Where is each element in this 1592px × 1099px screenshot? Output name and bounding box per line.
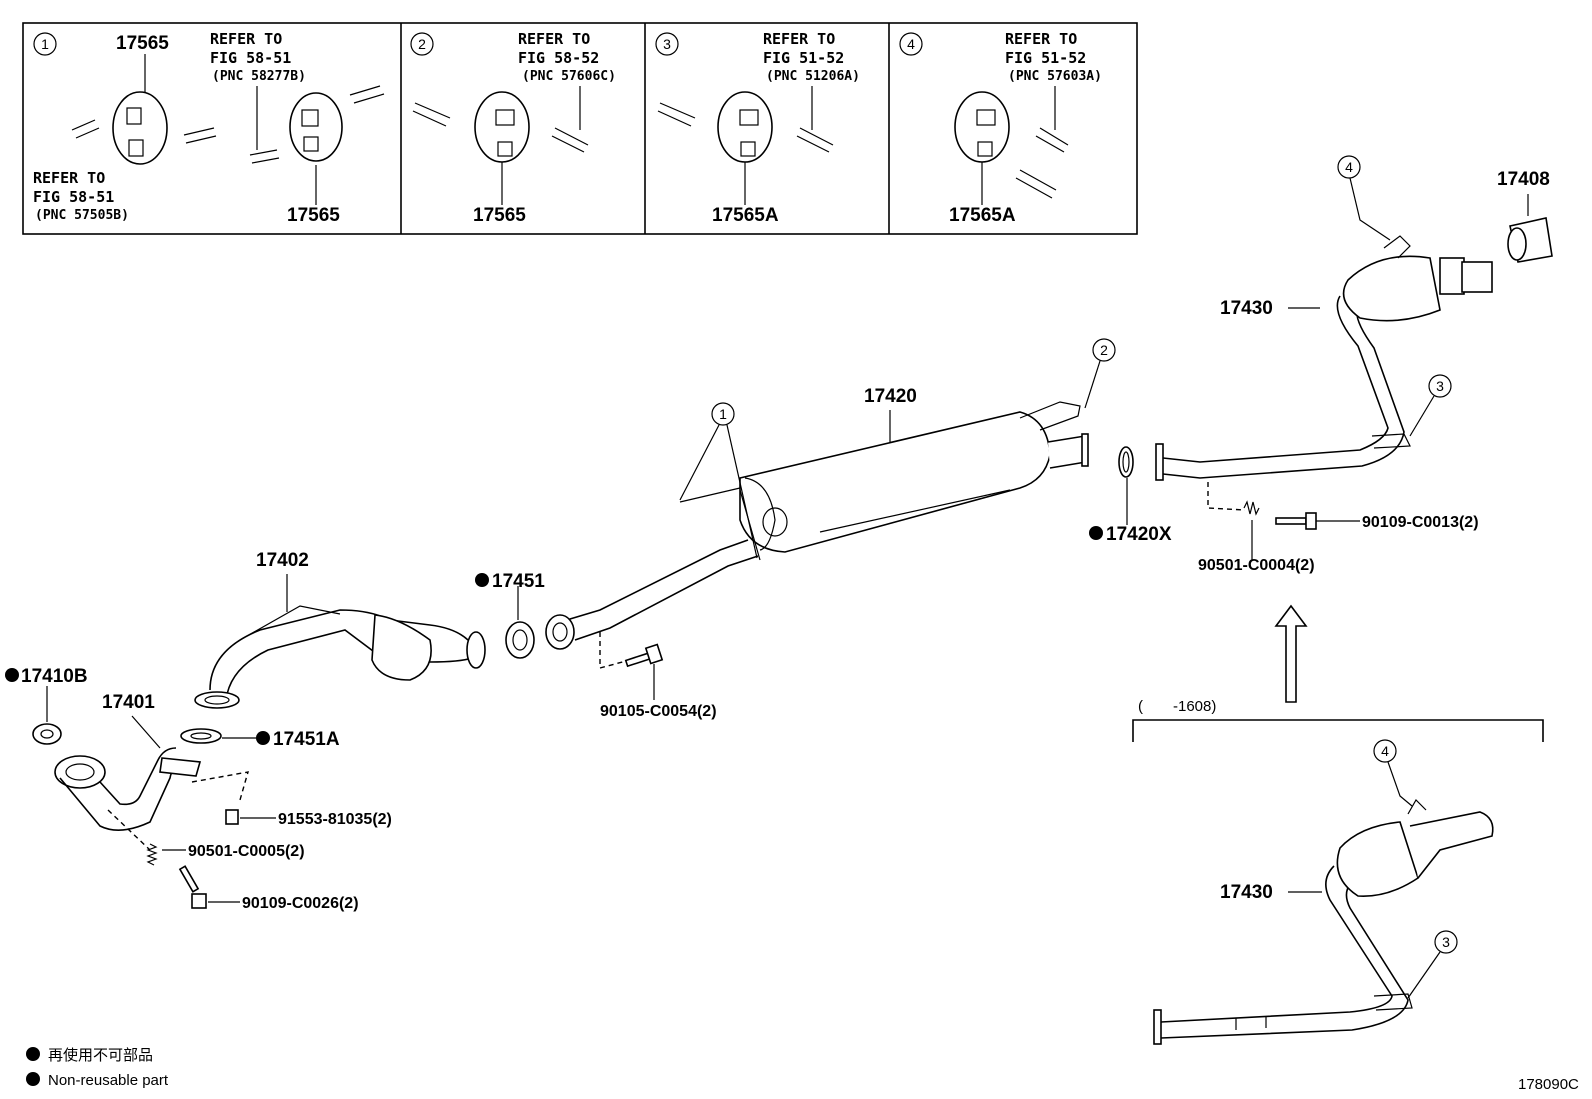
bolt-90109-c0026-label: 90109-C0026(2): [242, 895, 359, 912]
part-17430-top-label: 17430: [1220, 298, 1273, 319]
inset-2-ref-line2: FIG 58-52: [518, 49, 599, 67]
spring-90501-c0005: [146, 843, 158, 866]
nut-91553-81035-label: 91553-81035(2): [278, 811, 392, 828]
rubber-hanger-icon: [717, 91, 773, 163]
non-reusable-marker: [475, 573, 489, 587]
inset-4-part-bottom: 17565A: [949, 205, 1016, 226]
inset-4-ref-line2: FIG 51-52: [1005, 49, 1086, 67]
bolt-90105-c0054: [624, 643, 664, 668]
inset-1-number: 1: [41, 36, 49, 52]
inset-1-ref-right-line1: REFER TO: [210, 30, 282, 48]
inset-4-number: 4: [907, 36, 915, 52]
non-reusable-marker: [1089, 526, 1103, 540]
spring-90501-c0004: [1243, 500, 1260, 516]
part-17408-label: 17408: [1497, 169, 1550, 190]
non-reusable-marker: [26, 1072, 40, 1086]
inset-1-ref-right-line2: FIG 58-51: [210, 49, 291, 67]
center-muffler-assembly: [545, 401, 1089, 650]
gasket-17451a: [180, 728, 222, 744]
part-17410b-label: 17410B: [21, 666, 88, 687]
inset-3-ref-line2: FIG 51-52: [763, 49, 844, 67]
nut-91553-81035: [225, 809, 239, 825]
inset-3-ref-line3: (PNC 51206A): [766, 69, 860, 84]
part-17401-label: 17401: [102, 692, 155, 713]
exhaust-pipe-17401: [54, 747, 202, 831]
exhaust-tip-17408: [1507, 217, 1553, 263]
inset-2: 2 REFER TO FIG 58-52 (PNC 57606C) 17565: [410, 30, 616, 226]
inset-1: 1 17565 REFER TO FIG 58-51 (PNC 58277B) …: [33, 30, 385, 226]
rubber-hanger-icon: [112, 91, 168, 165]
inset-3-part-bottom: 17565A: [712, 205, 779, 226]
gasket-17410b: [32, 723, 62, 745]
inset-2-part-bottom: 17565: [473, 205, 526, 226]
part-17451-label: 17451: [492, 571, 545, 592]
part-17451a-label: 17451A: [273, 729, 340, 750]
non-reusable-marker: [5, 668, 19, 682]
callout-2: 2: [1100, 342, 1108, 358]
callout-1: 1: [719, 406, 727, 422]
inset-panels: [22, 22, 1138, 235]
callout-4-bottom: 4: [1381, 743, 1389, 759]
legend-japanese: 再使用不可部品: [48, 1047, 153, 1064]
non-reusable-marker: [256, 731, 270, 745]
inset-2-ref-line3: (PNC 57606C): [522, 69, 616, 84]
rubber-hanger-icon: [474, 91, 530, 163]
inset-1-ref-left-line1: REFER TO: [33, 169, 105, 187]
legend-english: Non-reusable part: [48, 1072, 169, 1089]
bolt-90109-c0013: [1275, 512, 1317, 530]
part-17420-label: 17420: [864, 386, 917, 407]
gasket-17451: [505, 621, 535, 659]
rubber-hanger-icon: [289, 92, 343, 162]
bolt-90109-c0013-label: 90109-C0013(2): [1362, 514, 1479, 531]
inset-1-part-top: 17565: [116, 33, 169, 54]
up-arrow-icon: [1274, 604, 1308, 703]
callout-4-top: 4: [1345, 159, 1353, 175]
tail-pipe-assembly-top: [1155, 235, 1493, 481]
inset-1-ref-left-line2: FIG 58-51: [33, 188, 114, 206]
inset-1-part-bottom: 17565: [287, 205, 340, 226]
gasket-17420x: [1118, 446, 1134, 478]
figure-code: 178090C: [1518, 1076, 1579, 1093]
inset-4-ref-line1: REFER TO: [1005, 30, 1077, 48]
tail-pipe-assembly-bottom: [1153, 799, 1494, 1045]
inset-1-ref-left-line3: (PNC 57505B): [35, 208, 129, 223]
callout-3-top: 3: [1436, 378, 1444, 394]
inset-1-ref-right-line3: (PNC 58277B): [212, 69, 306, 84]
inset-4-ref-line3: (PNC 57603A): [1008, 69, 1102, 84]
rubber-hanger-icon: [954, 91, 1010, 163]
inset-4: 4 REFER TO FIG 51-52 (PNC 57603A) 17565A: [899, 30, 1102, 226]
part-17402-label: 17402: [256, 550, 309, 571]
spring-90501-c0005-label: 90501-C0005(2): [188, 843, 305, 860]
bolt-90109-c0026: [178, 865, 207, 909]
part-17420x-label: 17420X: [1106, 524, 1172, 545]
inset-2-number: 2: [418, 36, 426, 52]
inset-3: 3 REFER TO FIG 51-52 (PNC 51206A) 17565A: [655, 30, 860, 226]
spring-90501-c0004-label: 90501-C0004(2): [1198, 557, 1315, 574]
inset-3-number: 3: [663, 36, 671, 52]
part-17430-bottom-label: 17430: [1220, 882, 1273, 903]
inset-2-ref-line1: REFER TO: [518, 30, 590, 48]
variant-date-range: ( -1608): [1138, 698, 1216, 715]
inset-3-ref-line1: REFER TO: [763, 30, 835, 48]
bolt-90105-c0054-label: 90105-C0054(2): [600, 703, 717, 720]
non-reusable-marker: [26, 1047, 40, 1061]
callout-3-bottom: 3: [1442, 934, 1450, 950]
front-pipe-17402: [194, 605, 486, 709]
